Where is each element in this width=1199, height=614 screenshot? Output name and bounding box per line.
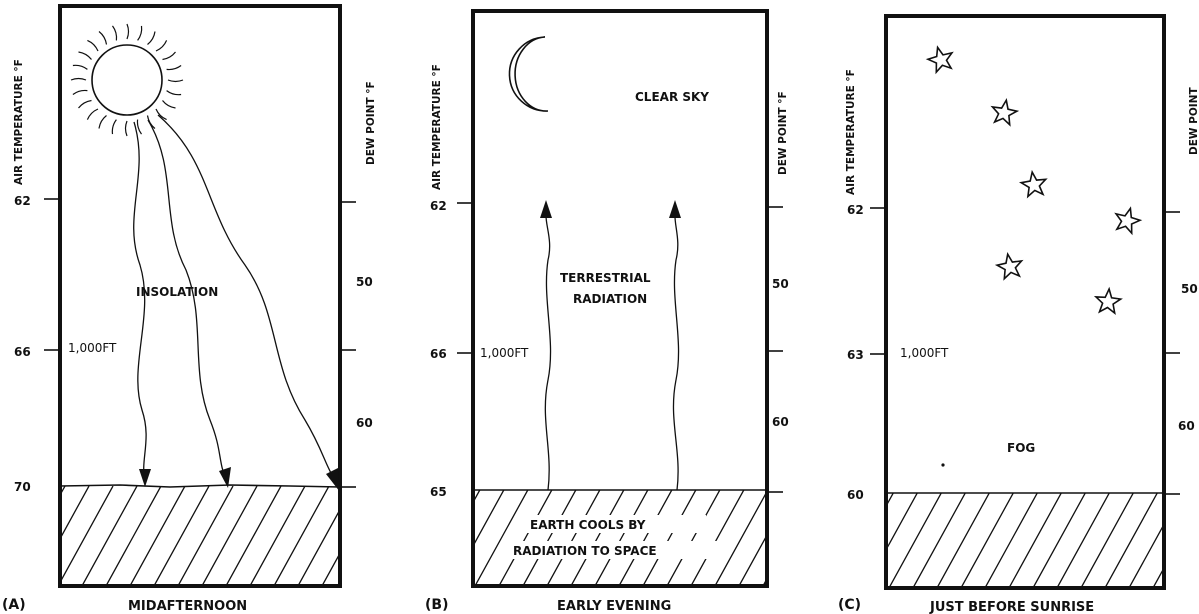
dew-point-tick: 60 — [356, 416, 373, 430]
ground-hatch — [62, 486, 338, 586]
ground-hatch — [475, 490, 765, 586]
star-icon — [1018, 169, 1048, 199]
star-icon — [1114, 206, 1143, 236]
dew-point-axis-label: DEW POINT — [1188, 87, 1199, 155]
earth-cools-label: EARTH COOLS BY — [530, 518, 646, 532]
altitude-label: 1,000FT — [900, 346, 949, 360]
panel-letter: (C) — [838, 597, 861, 613]
panel-caption: JUST BEFORE SUNRISE — [929, 600, 1094, 614]
panel-letter: (B) — [425, 597, 448, 613]
altitude-label: 1,000FT — [68, 341, 117, 355]
panel-a: INSOLATION 1,000FT 62 66 70 50 60 AIR TE… — [2, 4, 377, 614]
terrestrial-radiation-arrows — [540, 200, 681, 491]
panel-caption: MIDAFTERNOON — [128, 599, 247, 614]
dew-point-axis-label: DEW POINT °F — [365, 81, 377, 165]
air-temperature-axis-label: AIR TEMPERATURE °F — [13, 59, 25, 185]
air-temp-tick: 66 — [430, 347, 447, 361]
panel-frame — [884, 14, 1166, 590]
air-temperature-axis-label: AIR TEMPERATURE °F — [431, 64, 443, 190]
panel-b: CLEAR SKY TERRESTRIAL RADIATION 1,000FT … — [425, 9, 789, 614]
air-temp-tick: 62 — [14, 194, 31, 208]
insolation-label: INSOLATION — [136, 285, 218, 299]
ground-hatch — [888, 493, 1162, 588]
air-temp-tick: 62 — [430, 199, 447, 213]
air-temp-tick: 65 — [430, 485, 447, 499]
sun-icon — [70, 23, 184, 137]
air-temp-tick: 63 — [847, 348, 864, 362]
star-icon — [925, 45, 954, 75]
panel-letter: (A) — [2, 597, 26, 613]
dew-point-tick: 60 — [772, 415, 789, 429]
air-temp-tick: 66 — [14, 345, 31, 359]
dew-point-axis-label: DEW POINT °F — [777, 91, 789, 175]
star-icon — [990, 97, 1020, 127]
air-temp-tick: 70 — [14, 480, 31, 494]
air-temperature-axis-label: AIR TEMPERATURE °F — [845, 69, 857, 195]
terrestrial-label: TERRESTRIAL — [560, 271, 651, 285]
air-temp-tick: 60 — [847, 488, 864, 502]
speck — [941, 463, 945, 467]
insolation-arrows — [133, 114, 340, 492]
clear-sky-label: CLEAR SKY — [635, 90, 709, 104]
panel-caption: EARLY EVENING — [557, 599, 671, 614]
ground-surface-line — [59, 484, 341, 488]
dew-point-tick: 50 — [772, 277, 789, 291]
panel-frame — [58, 4, 342, 588]
altitude-label: 1,000FT — [480, 346, 529, 360]
dew-point-tick: 50 — [1181, 282, 1198, 296]
radiation-label: RADIATION — [573, 292, 647, 306]
fog-label: FOG — [1007, 441, 1035, 455]
star-icon — [1093, 286, 1123, 316]
dew-point-tick: 60 — [1178, 419, 1195, 433]
panel-c: 1,000FT FOG 62 63 60 50 60 AIR TEMPERATU… — [838, 14, 1199, 614]
air-temp-tick: 62 — [847, 203, 864, 217]
moon-icon — [508, 36, 549, 112]
panel-frame — [471, 9, 769, 588]
star-icon — [994, 251, 1024, 281]
dew-point-tick: 50 — [356, 275, 373, 289]
radiation-to-space-label: RADIATION TO SPACE — [513, 544, 657, 558]
